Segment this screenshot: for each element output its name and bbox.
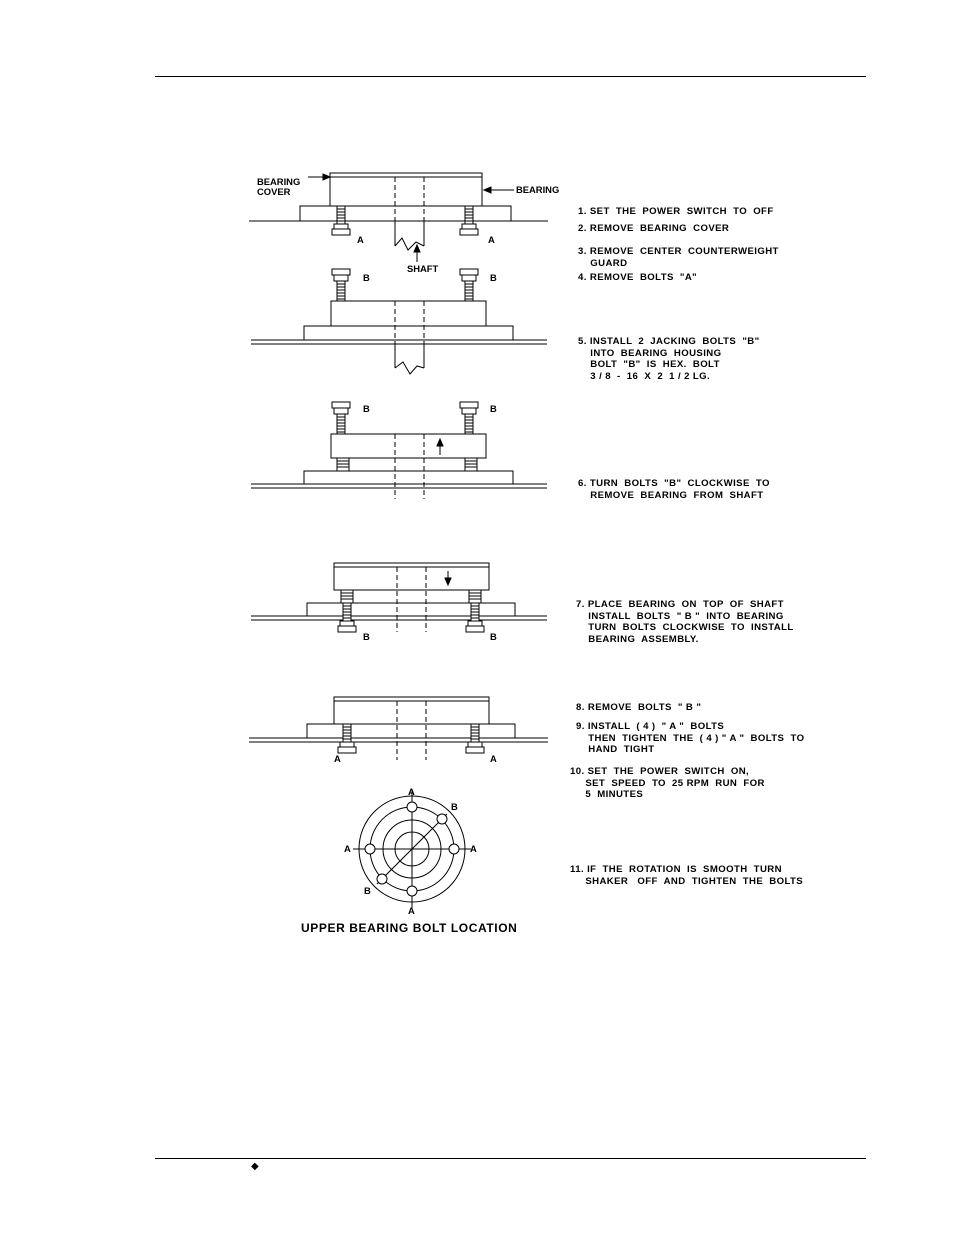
header-rule [155, 76, 866, 77]
diamond-bullet-icon: ◆ [251, 1161, 259, 1172]
label-bolt-b: B [490, 272, 497, 283]
bolt-location-caption: UPPER BEARING BOLT LOCATION [301, 921, 518, 935]
label-bearing-cover: BEARING [257, 176, 300, 187]
plan-label-b-top: B [451, 801, 458, 812]
plan-label-b-bottom: B [364, 885, 371, 896]
label-bolt-a: A [490, 753, 497, 764]
footer-rule [155, 1158, 866, 1159]
diagram-step-5 [249, 696, 548, 760]
step-5: 5. INSTALL 2 JACKING BOLTS "B" INTO BEAR… [578, 336, 760, 382]
step-1: 1. SET THE POWER SWITCH TO OFF [578, 206, 774, 217]
bolt-location-plan [353, 790, 471, 908]
step-6: 6. TURN BOLTS "B" CLOCKWISE TO REMOVE BE… [578, 478, 770, 501]
step-8: 8. REMOVE BOLTS " B " [576, 702, 702, 713]
label-bolt-a: A [488, 234, 495, 245]
label-bearing-cover-2: COVER [257, 186, 291, 197]
plan-label-a-right: A [470, 843, 477, 854]
step-9: 9. INSTALL ( 4 ) " A " BOLTS THEN TIGHTE… [576, 721, 805, 755]
diagram-step-4 [251, 562, 547, 633]
diagram-step-2 [251, 268, 547, 375]
step-2: 2. REMOVE BEARING COVER [578, 223, 730, 234]
label-bearing: BEARING [516, 184, 559, 195]
label-shaft: SHAFT [407, 263, 439, 274]
plan-label-a-left: A [344, 843, 351, 854]
label-bolt-b: B [363, 631, 370, 642]
label-bolt-b: B [490, 631, 497, 642]
label-bolt-b: B [490, 403, 497, 414]
plan-label-a-top: A [408, 786, 415, 797]
step-11: 11. IF THE ROTATION IS SMOOTH TURN SHAKE… [570, 864, 804, 887]
diagram-step-1 [249, 172, 548, 262]
diagram-step-3 [251, 401, 547, 499]
label-bolt-b: B [363, 403, 370, 414]
step-10: 10. SET THE POWER SWITCH ON, SET SPEED T… [570, 766, 765, 800]
step-7: 7. PLACE BEARING ON TOP OF SHAFT INSTALL… [576, 599, 794, 645]
plan-label-a-bottom: A [408, 905, 415, 916]
label-bolt-b: B [363, 272, 370, 283]
label-bolt-a: A [357, 234, 364, 245]
step-4: 4. REMOVE BOLTS "A" [578, 272, 698, 283]
label-bolt-a: A [334, 753, 341, 764]
step-3: 3. REMOVE CENTER COUNTERWEIGHT GUARD [578, 246, 779, 269]
